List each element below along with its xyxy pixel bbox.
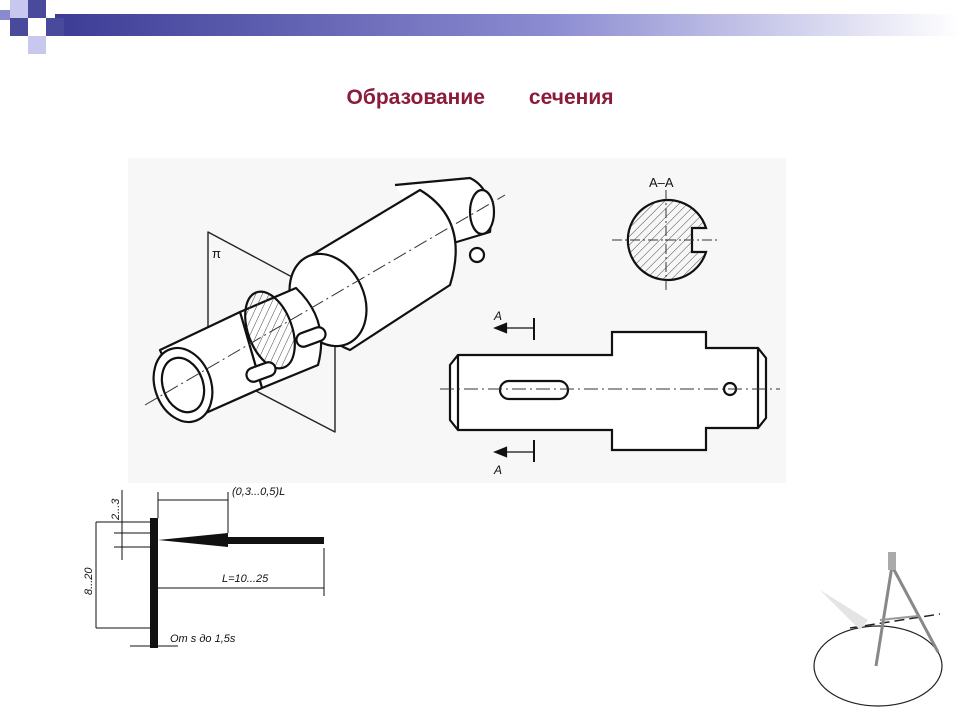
title-word-1: Образование <box>346 86 485 109</box>
plane-label: π <box>212 246 221 261</box>
dim-length: L=10...25 <box>222 573 269 585</box>
cut-stroke <box>150 518 158 648</box>
arrow-standard-drawing <box>95 490 325 648</box>
dim-left-small: 2...3 <box>110 498 122 521</box>
section-view: А–А <box>612 175 718 292</box>
keyway-slot <box>498 379 570 401</box>
section-label: А–А <box>649 175 674 190</box>
dim-top: (0,3...0,5)L <box>232 486 285 498</box>
front-view <box>440 318 780 462</box>
dim-bottom: От s до 1,5s <box>170 633 236 645</box>
title-word-2: сечения <box>528 86 614 109</box>
slide-header-bar <box>0 0 960 54</box>
slide-title: Образование сечения <box>0 86 960 116</box>
isometric-shaft-drawing <box>144 176 506 433</box>
dim-left-large: 8...20 <box>83 567 95 595</box>
cut-label-bottom: А <box>493 463 502 477</box>
drawing-compass-icon <box>813 552 943 707</box>
arrow-shaft <box>226 537 324 544</box>
pin-hole <box>468 246 486 264</box>
cut-label-top: А <box>493 309 502 323</box>
hatched-section <box>244 290 296 370</box>
arrow-head <box>158 533 228 547</box>
